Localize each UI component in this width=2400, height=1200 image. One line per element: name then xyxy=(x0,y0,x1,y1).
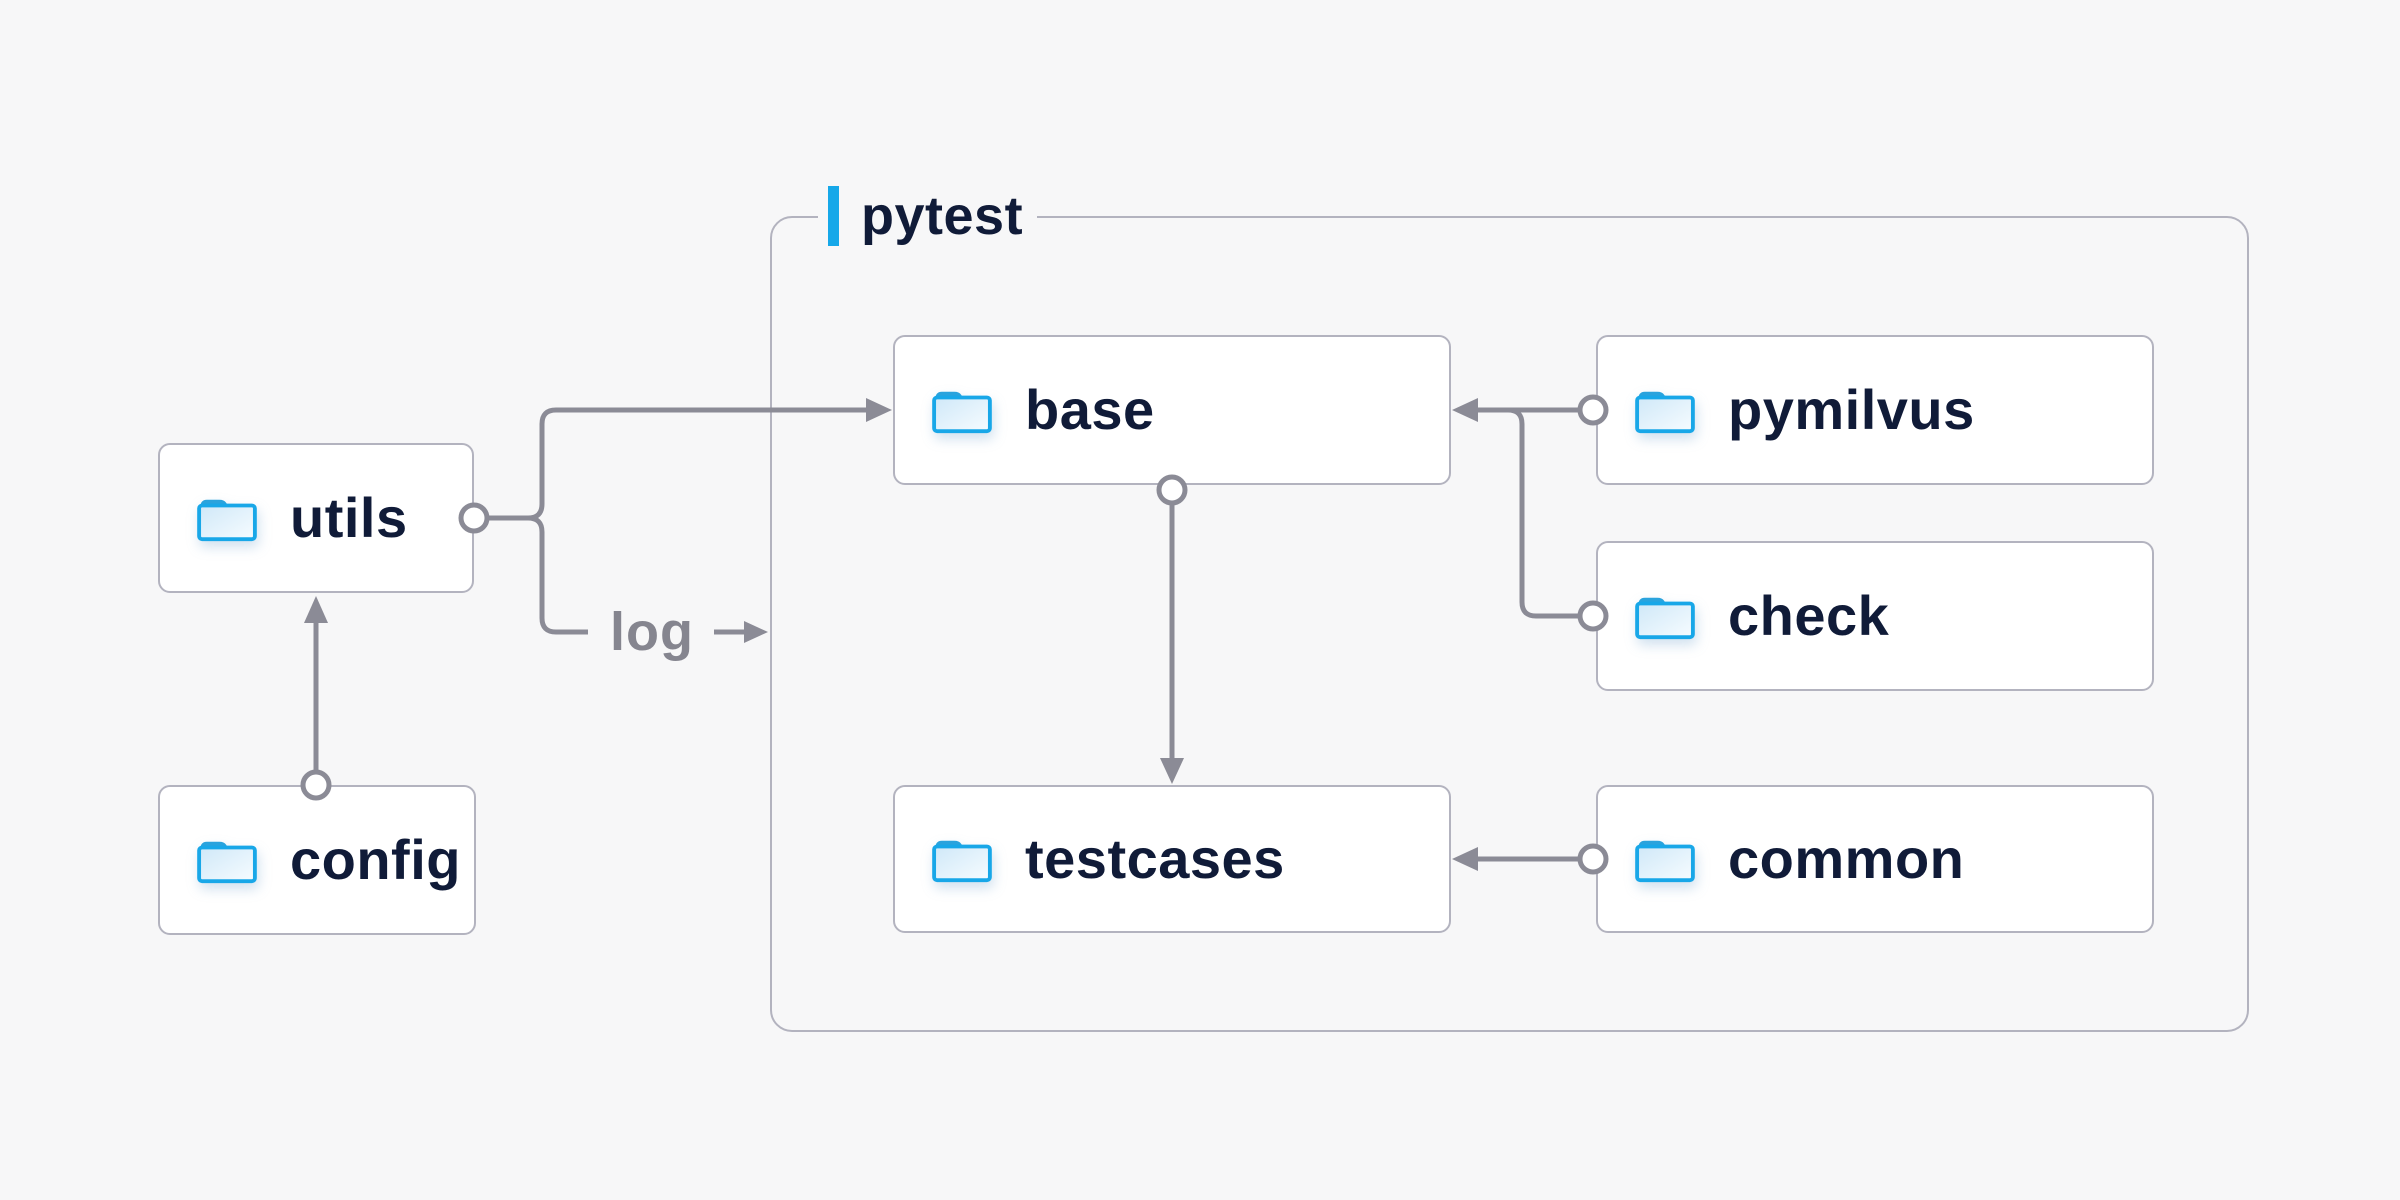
pytest-group-container xyxy=(770,216,2249,1032)
node-label: check xyxy=(1728,584,1890,647)
folder-icon xyxy=(197,841,257,884)
edge-utils-log: log xyxy=(488,515,768,662)
node-utils: utils xyxy=(158,443,474,593)
node-label: utils xyxy=(290,486,408,549)
node-testcases: testcases xyxy=(893,785,1451,933)
folder-icon xyxy=(932,391,992,434)
node-label: pymilvus xyxy=(1728,378,1975,441)
folder-icon xyxy=(1635,840,1695,883)
node-config: config xyxy=(158,785,476,935)
group-label-text: pytest xyxy=(861,186,1024,246)
node-pymilvus: pymilvus xyxy=(1596,335,2154,485)
node-check: check xyxy=(1596,541,2154,691)
node-label: config xyxy=(290,828,461,891)
folder-icon xyxy=(932,840,992,883)
node-label: common xyxy=(1728,827,1965,890)
node-label: testcases xyxy=(1025,827,1285,890)
folder-icon xyxy=(1635,391,1695,434)
edge-config-utils xyxy=(304,596,328,771)
pytest-group-label: pytest xyxy=(818,184,1038,248)
node-base: base xyxy=(893,335,1451,485)
accent-bar-icon xyxy=(828,186,839,246)
folder-icon xyxy=(197,499,257,542)
folder-icon xyxy=(1635,597,1695,640)
node-common: common xyxy=(1596,785,2154,933)
node-label: base xyxy=(1025,378,1155,441)
log-label: log xyxy=(610,602,694,662)
